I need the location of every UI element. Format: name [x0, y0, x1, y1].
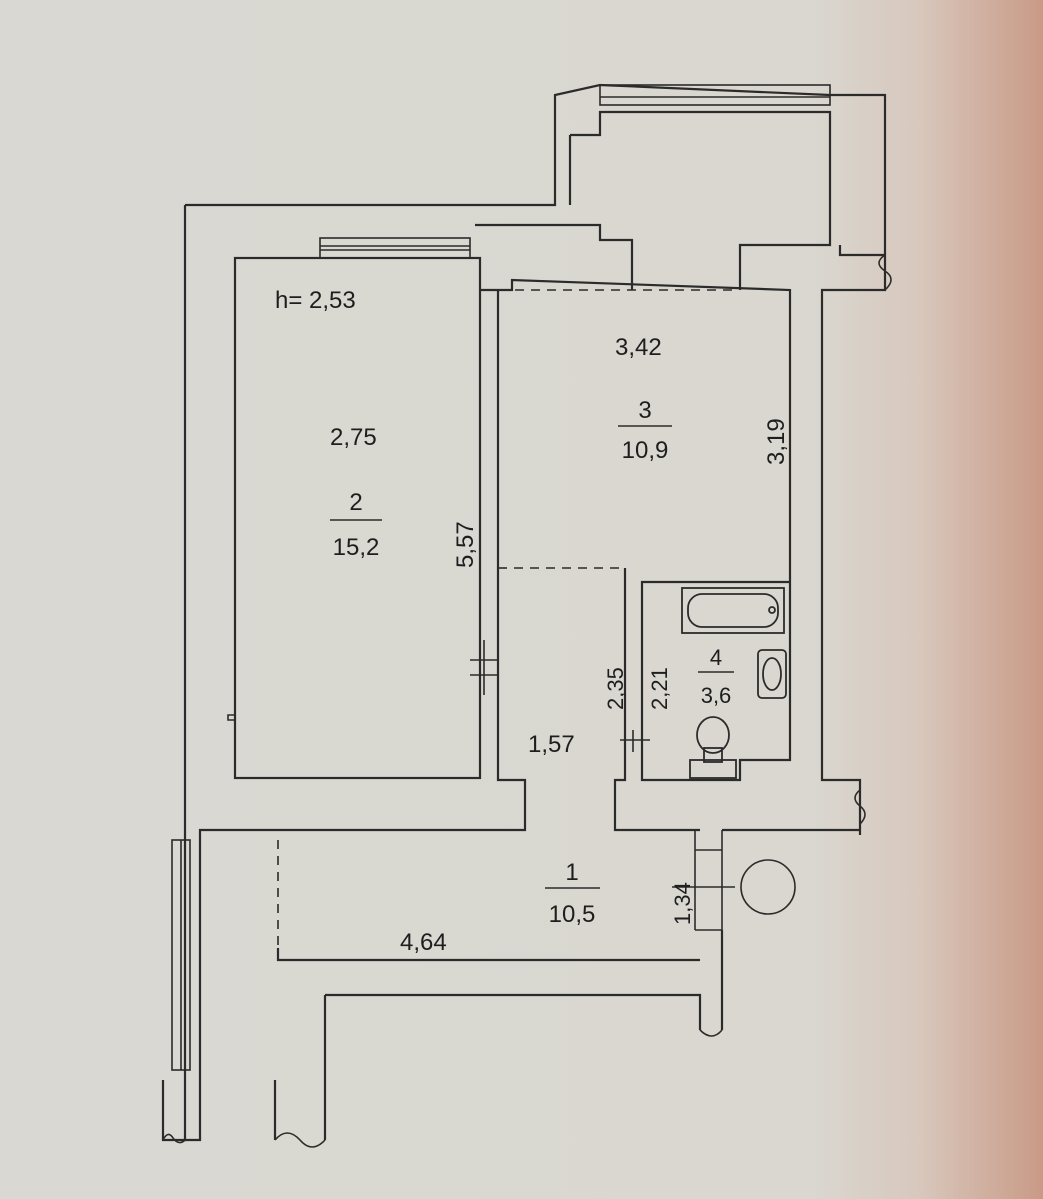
room-3-number: 3 — [638, 397, 651, 424]
outer-walls — [161, 83, 892, 1148]
room-2-walls — [227, 237, 498, 780]
room-1-number: 1 — [565, 859, 578, 886]
labels: h= 2,53 2,75 2 15,2 5,57 3,42 3 10,9 3,1… — [275, 287, 790, 956]
room-4-number: 4 — [710, 645, 722, 670]
sink-icon — [757, 649, 787, 699]
corridor-length-label: 4,64 — [400, 929, 447, 956]
room-3-width-label: 3,42 — [615, 334, 662, 361]
room-4-area: 3,6 — [701, 683, 732, 708]
bath-length-label: 2,21 — [647, 667, 672, 710]
room-3-length-label: 3,19 — [763, 418, 790, 465]
hall-passage-label: 2,35 — [603, 667, 628, 710]
room-2-number: 2 — [349, 489, 362, 516]
room-2-area: 15,2 — [333, 534, 380, 561]
partition-walls — [171, 278, 860, 1080]
toilet-icon — [689, 716, 737, 779]
corridor-width-label: 1,34 — [670, 882, 695, 925]
room-3-area: 10,9 — [622, 437, 669, 464]
room-2-width-label: 2,75 — [330, 424, 377, 451]
hall-width-label: 1,57 — [528, 731, 575, 758]
bathtub-icon — [681, 587, 785, 634]
ceiling-height-label: h= 2,53 — [275, 287, 356, 314]
room-1-area: 10,5 — [549, 901, 596, 928]
room-2-length-label: 5,57 — [452, 521, 479, 568]
